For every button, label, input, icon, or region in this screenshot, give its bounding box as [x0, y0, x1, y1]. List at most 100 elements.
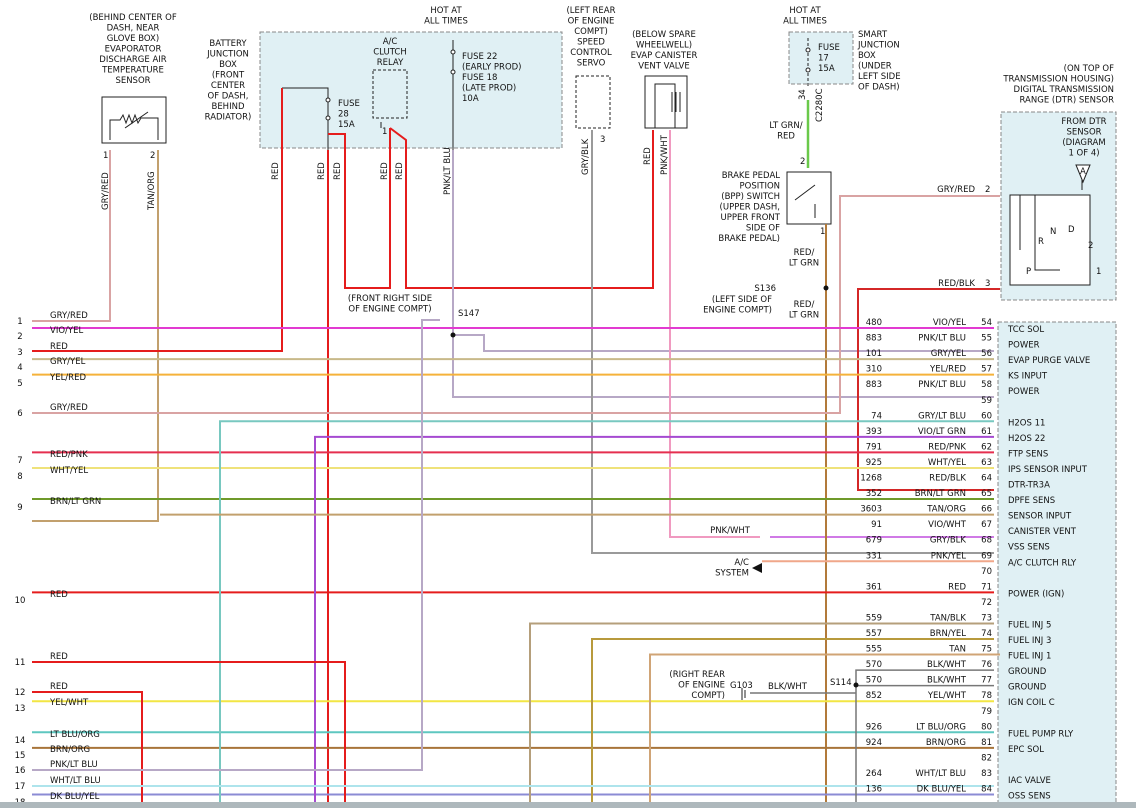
- evap-canister-label-line: (BELOW SPARE: [632, 30, 696, 40]
- fuse-28-label-line: 15A: [338, 120, 355, 130]
- red-ltgrn-label-line: RED/: [794, 248, 815, 258]
- wire-pin-75: [649, 653, 1000, 808]
- pcm-pin-number: 63: [981, 458, 992, 468]
- speed-servo-label-line: SERVO: [577, 59, 606, 69]
- pcm-pin-function: IGN COIL C: [1008, 698, 1055, 708]
- pcm-circuit-number: 3603: [860, 505, 882, 515]
- pcm-pin-function: SENSOR INPUT: [1008, 512, 1072, 522]
- pcm-pin-function: FUEL INJ 3: [1008, 636, 1051, 646]
- pcm-wire-color: GRY/BLK: [930, 536, 967, 546]
- smart-junction-box-label-line: LEFT SIDE: [858, 72, 901, 82]
- wire-pnk-ltblu-s147: [453, 334, 994, 352]
- speed-servo-label-line: (LEFT REAR: [566, 6, 615, 16]
- wire-pin-61: [314, 435, 994, 808]
- from-dtr-label-line: FROM DTR: [1061, 117, 1106, 127]
- wire-red-relay-canister: [389, 127, 654, 289]
- bpp-switch-label-line: BRAKE PEDAL): [718, 234, 780, 244]
- pcm-circuit-number: 570: [866, 676, 882, 686]
- wire-pnk-wht-canister: [669, 130, 760, 538]
- battery-junction-box-label-line: RADIATOR): [205, 113, 252, 123]
- pcm-pin-number: 55: [981, 334, 992, 344]
- g103-label: G103: [730, 681, 753, 691]
- g103-location-label-line: COMPT): [691, 691, 725, 701]
- evap-sensor-label-line: EVAPORATOR: [105, 45, 162, 55]
- dtr-position-label: 1: [1096, 267, 1101, 277]
- pcm-wire-color: GRY/YEL: [931, 349, 967, 359]
- pcm-pin-number: 68: [981, 536, 992, 546]
- pcm-pin-function: EPC SOL: [1008, 745, 1044, 755]
- left-wire-label: WHT/YEL: [50, 466, 88, 476]
- horizontal-scrollbar[interactable]: [0, 802, 1136, 808]
- pcm-pin-function: FUEL INJ 5: [1008, 620, 1051, 630]
- wire-gry-red-evap: [32, 150, 111, 322]
- g103-location-label-line: OF ENGINE: [678, 681, 725, 691]
- evap-sensor-label-line: DASH, NEAR: [107, 24, 160, 34]
- pcm-pin-number: 58: [981, 380, 992, 390]
- pcm-pin-number: 81: [981, 738, 992, 748]
- pcm-pin-number: 56: [981, 349, 992, 359]
- left-wire-label: VIO/YEL: [50, 326, 83, 336]
- pcm-circuit-number: 101: [866, 349, 882, 359]
- pcm-pin-number: 76: [981, 660, 992, 670]
- evap-pin-1: 1: [103, 151, 108, 161]
- left-wire-label: DK BLU/YEL: [50, 792, 100, 802]
- evap-sensor-label-line: (BEHIND CENTER OF: [89, 13, 177, 23]
- evap-sensor-symbol: [101, 96, 167, 144]
- pcm-circuit-number: 852: [866, 691, 882, 701]
- fuse-17-label-line: FUSE: [818, 43, 840, 53]
- left-wire-number: 9: [17, 503, 22, 513]
- dtr-sensor-label-line: TRANSMISSION HOUSING): [1002, 75, 1114, 85]
- pcm-wire-color: RED: [948, 582, 966, 592]
- splice-dot: [823, 285, 829, 291]
- dtr-pin-3: 3: [985, 279, 990, 289]
- pcm-pin-number: 73: [981, 613, 992, 623]
- left-wire-label: BRN/LT GRN: [50, 497, 101, 507]
- pcm-pin-function: DTR-TR3A: [1008, 481, 1050, 491]
- battery-junction-box: [259, 31, 563, 149]
- c2280c-label: C2280C: [815, 88, 825, 122]
- pcm-pin-function: OSS SENS: [1008, 792, 1051, 802]
- pcm-wire-color: TAN/ORG: [926, 505, 966, 515]
- pcm-pin-function: IPS SENSOR INPUT: [1008, 465, 1088, 475]
- pcm-circuit-number: 352: [866, 489, 882, 499]
- pcm-circuit-number: 883: [866, 380, 882, 390]
- battery-junction-box-label-line: BEHIND: [211, 102, 244, 112]
- pcm-pin-function: FUEL INJ 1: [1008, 652, 1051, 662]
- battery-junction-box-label-line: CENTER: [211, 81, 245, 91]
- smart-junction-box-label-line: (UNDER: [858, 62, 892, 72]
- pcm-pin-number: 65: [981, 489, 992, 499]
- left-wire-label: GRY/YEL: [50, 357, 86, 367]
- wire-red-fuse28-left: [32, 88, 283, 352]
- ac-system-label-line: SYSTEM: [715, 569, 749, 579]
- vertical-wire-label: RED: [380, 162, 390, 180]
- pcm-pin-function: H2OS 11: [1008, 418, 1045, 428]
- smart-junction-box-label-line: SMART: [858, 30, 888, 40]
- pcm-pin-number: 84: [981, 785, 992, 795]
- vertical-wire-label: PNK/WHT: [660, 134, 670, 175]
- evap-canister-label-line: VENT VALVE: [638, 62, 690, 72]
- smart-junction-box: [788, 31, 854, 85]
- from-dtr-label-line: 1 OF 4): [1068, 149, 1099, 159]
- s147-label: S147: [458, 309, 480, 319]
- pcm-pin-function: FTP SENS: [1008, 449, 1048, 459]
- smart-junction-box-label-line: OF DASH): [858, 83, 900, 93]
- pcm-pin-number: 80: [981, 722, 992, 732]
- evap-sensor-label-line: GLOVE BOX): [107, 34, 159, 44]
- battery-junction-box-label-line: BOX: [219, 60, 237, 70]
- pcm-pin-number: 62: [981, 442, 992, 452]
- wire-pin-74: [591, 638, 994, 808]
- pcm-wire-color: DK BLU/YEL: [917, 785, 967, 795]
- left-wire-number: 7: [17, 456, 22, 466]
- pcm-wire-color: YEL/WHT: [927, 691, 967, 701]
- ac-clutch-relay-label-line: RELAY: [377, 58, 404, 68]
- wires: [32, 88, 1000, 808]
- ac-clutch-relay-symbol: [372, 69, 408, 128]
- pcm-wire-color: BRN/ORG: [926, 738, 966, 748]
- left-wire-number: 8: [17, 472, 22, 482]
- pcm-pin-number: 54: [981, 318, 992, 328]
- dtr-position-label: 2: [1088, 241, 1093, 251]
- ac-system-label-line: A/C: [734, 558, 749, 568]
- pcm-pin-number: 71: [981, 582, 992, 592]
- g103-wire-label: BLK/WHT: [768, 682, 808, 692]
